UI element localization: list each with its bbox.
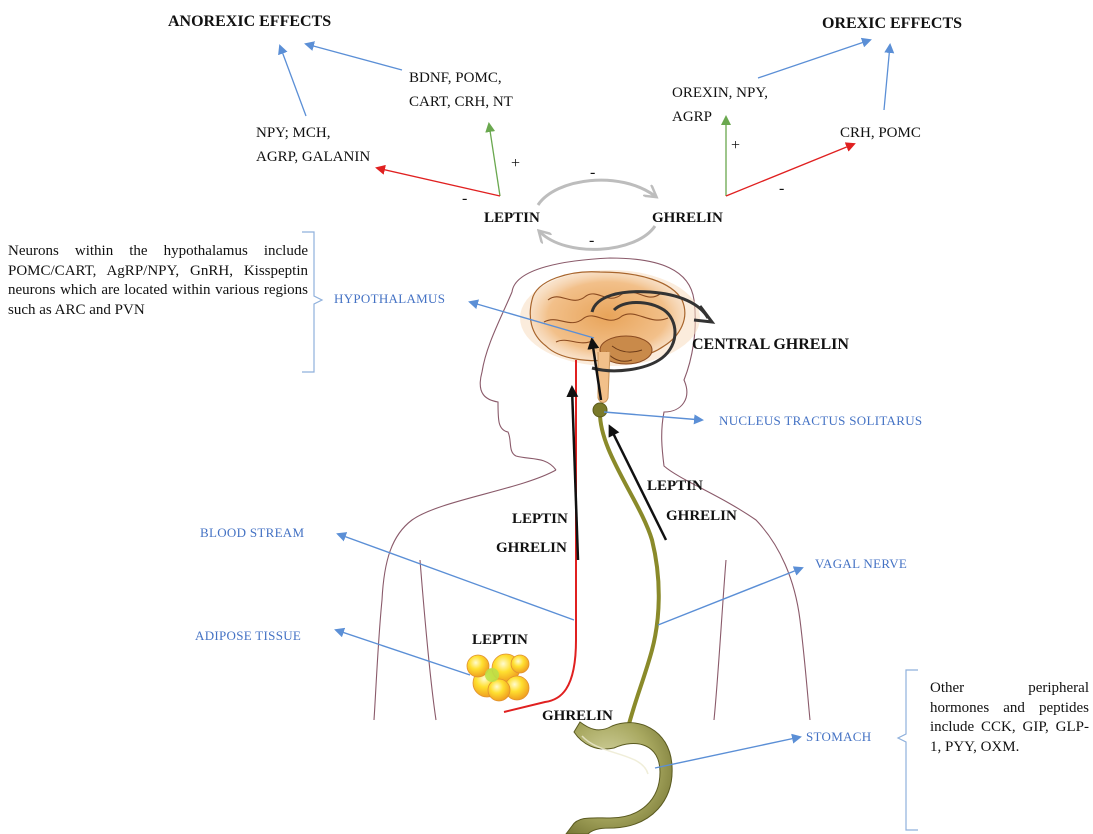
ghrelin-label-blood: GHRELIN bbox=[496, 540, 567, 556]
arrow-to-adipose-label bbox=[336, 630, 470, 675]
sign-plus-leptin: + bbox=[511, 155, 520, 172]
blood-stream-label: BLOOD STREAM bbox=[200, 525, 304, 540]
hypothalamus-note: Neurons within the hypothalamus include … bbox=[8, 242, 308, 320]
arrow-to-stomach-label bbox=[655, 737, 800, 768]
arrow-crh-to-orexic bbox=[884, 45, 890, 110]
orexic-downregulated-line1: CRH, POMC bbox=[840, 125, 921, 141]
anorexic-downregulated-line2: AGRP, GALANIN bbox=[256, 149, 370, 165]
anorexic-downregulated-line1: NPY; MCH, bbox=[256, 125, 330, 141]
ghrelin-label-vagal: GHRELIN bbox=[666, 508, 737, 524]
nucleus-node bbox=[593, 403, 607, 417]
stomach-illustration bbox=[566, 722, 672, 834]
vagal-nerve-path bbox=[600, 410, 659, 736]
adipose-tissue-illustration bbox=[467, 654, 529, 701]
leptin-label-vagal: LEPTIN bbox=[647, 478, 703, 494]
ghrelin-label-stomach: GHRELIN bbox=[542, 708, 613, 724]
cycle-arrow-top bbox=[538, 180, 655, 205]
stomach-label: STOMACH bbox=[806, 729, 871, 744]
brain-illustration bbox=[520, 270, 700, 403]
anorexic-upregulated-line1: BDNF, POMC, bbox=[409, 70, 502, 86]
arrow-to-vagal-nerve-label bbox=[658, 568, 802, 625]
arrow-npy-to-anorexic bbox=[280, 46, 306, 116]
adipose-tissue-label: ADIPOSE TISSUE bbox=[195, 628, 301, 643]
cycle-arrow-bottom bbox=[540, 226, 655, 249]
orexic-upregulated-line2: AGRP bbox=[672, 109, 712, 125]
arrow-orexin-to-orexic bbox=[758, 40, 870, 78]
vagal-nerve-label: VAGAL NERVE bbox=[815, 556, 907, 571]
sign-minus-cycle-top: - bbox=[590, 164, 595, 181]
arrow-bdnf-to-anorexic bbox=[306, 44, 402, 70]
nucleus-tractus-solitarus-label: NUCLEUS TRACTUS SOLITARUS bbox=[719, 413, 922, 428]
ghrelin-label-top: GHRELIN bbox=[652, 210, 723, 226]
arrow-ghrelin-inhibits bbox=[726, 144, 854, 196]
sign-minus-cycle-bottom: - bbox=[589, 232, 594, 249]
anorexic-upregulated-line2: CART, CRH, NT bbox=[409, 94, 513, 110]
arrow-to-nucleus-label bbox=[604, 412, 702, 420]
peripheral-hormones-note: Other peripheral hormones and peptides i… bbox=[930, 679, 1089, 757]
sign-minus-leptin: - bbox=[462, 190, 467, 207]
leptin-label-adipose: LEPTIN bbox=[472, 632, 528, 648]
arrow-leptin-stimulates bbox=[489, 124, 500, 196]
leptin-label-top: LEPTIN bbox=[484, 210, 540, 226]
anorexic-effects-title: ANOREXIC EFFECTS bbox=[168, 13, 331, 30]
arrow-leptin-inhibits bbox=[377, 168, 500, 196]
orexic-effects-title: OREXIC EFFECTS bbox=[822, 15, 962, 32]
sign-plus-ghrelin: + bbox=[731, 137, 740, 154]
central-ghrelin-label: CENTRAL GHRELIN bbox=[692, 336, 849, 353]
orexic-upregulated-line1: OREXIN, NPY, bbox=[672, 85, 768, 101]
hypothalamus-label: HYPOTHALAMUS bbox=[334, 291, 445, 306]
leptin-label-blood: LEPTIN bbox=[512, 511, 568, 527]
sign-minus-ghrelin: - bbox=[779, 180, 784, 197]
note-bracket-right bbox=[898, 670, 918, 830]
